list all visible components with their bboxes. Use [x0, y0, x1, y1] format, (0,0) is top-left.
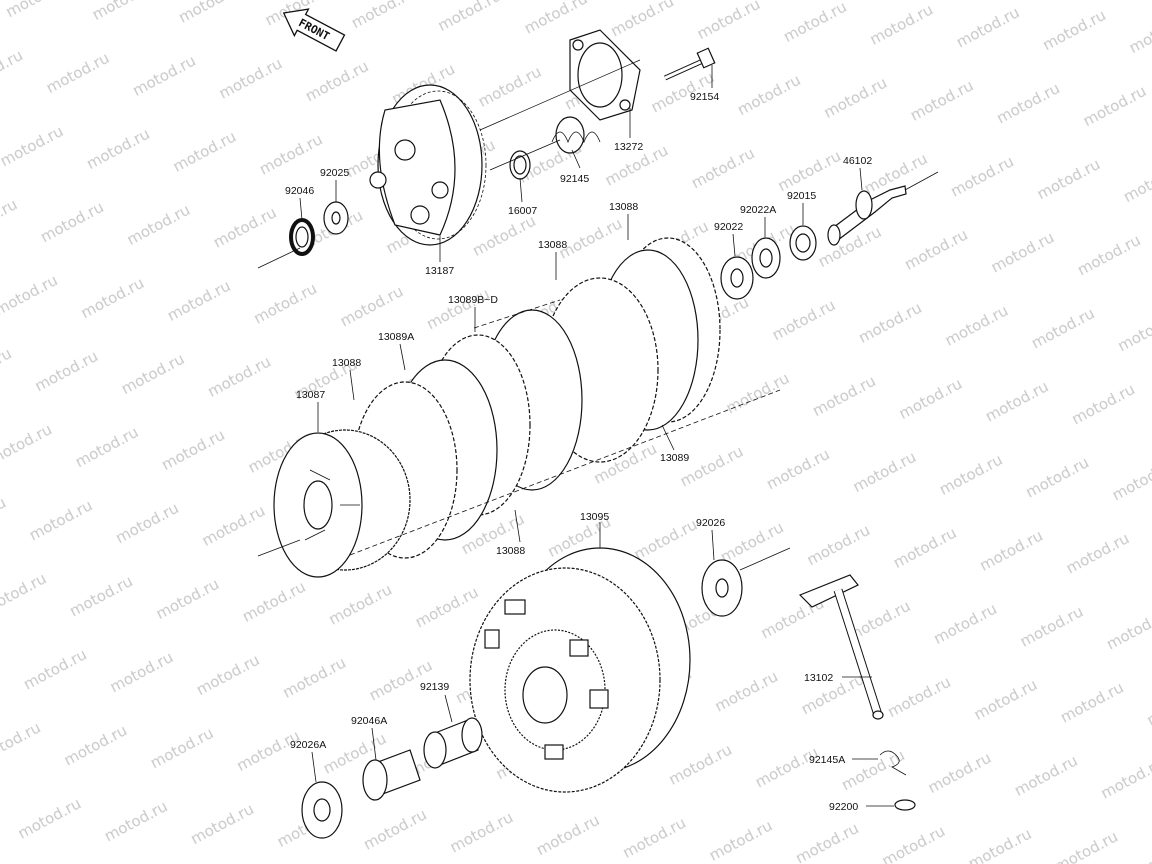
label-13088-top: 13088 — [609, 201, 638, 213]
release-shaft-13102 — [798, 574, 884, 720]
label-92026A: 92026A — [290, 739, 326, 751]
label-13088-mid: 13088 — [538, 239, 567, 251]
washer-92022A — [751, 237, 781, 279]
label-13102: 13102 — [804, 672, 833, 684]
label-92025: 92025 — [320, 167, 349, 179]
label-92015: 92015 — [787, 190, 816, 202]
label-13088-left: 13088 — [332, 357, 361, 369]
label-92154: 92154 — [690, 91, 719, 103]
spring-92145 — [551, 116, 601, 154]
label-92200: 92200 — [829, 801, 858, 813]
label-92046: 92046 — [285, 185, 314, 197]
push-rod-46102 — [827, 185, 907, 246]
label-92022A: 92022A — [740, 204, 776, 216]
washer-92025 — [323, 201, 349, 235]
label-92022: 92022 — [714, 221, 743, 233]
bearing-92046 — [289, 218, 315, 256]
label-92046A: 92046A — [351, 715, 387, 727]
spring-92145A — [879, 750, 907, 776]
label-13089: 13089 — [660, 452, 689, 464]
sleeve-92139 — [423, 717, 483, 769]
bolt-92154 — [663, 47, 716, 81]
washer-92026 — [701, 559, 743, 617]
clutch-pressure-plate-13187 — [369, 84, 487, 246]
washer-92026A — [301, 781, 343, 839]
label-92145A: 92145A — [809, 754, 845, 766]
label-46102: 46102 — [843, 155, 872, 167]
label-13088-bottom: 13088 — [496, 545, 525, 557]
clutch-hub-13087 — [273, 429, 411, 578]
washer-92022 — [720, 256, 754, 300]
circlip-92200 — [894, 799, 916, 811]
label-13089B-D: 13089B~D — [448, 294, 498, 306]
label-13095: 13095 — [580, 511, 609, 523]
label-13089A: 13089A — [378, 331, 414, 343]
label-16007: 16007 — [508, 205, 537, 217]
label-92145: 92145 — [560, 173, 589, 185]
label-13272: 13272 — [614, 141, 643, 153]
circlip-16007 — [509, 150, 531, 180]
needle-bearing-92046A — [362, 749, 421, 801]
label-92026: 92026 — [696, 517, 725, 529]
nut-92015 — [789, 225, 817, 261]
label-92139: 92139 — [420, 681, 449, 693]
label-13087: 13087 — [296, 389, 325, 401]
label-13187: 13187 — [425, 265, 454, 277]
clutch-housing-13095 — [469, 547, 691, 793]
